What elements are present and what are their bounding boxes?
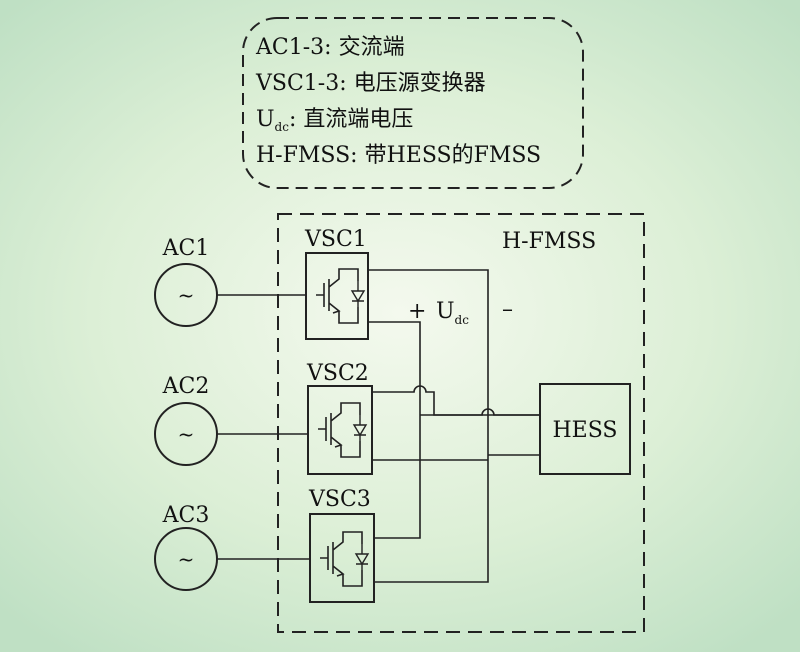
vsc3-igbt-icon — [320, 531, 370, 587]
ac3-label: AC3 — [162, 503, 210, 528]
legend-line-3: Udc: 直流端电压 — [256, 107, 413, 134]
ac1-symbol: ~ — [178, 283, 195, 307]
dc-minus-label: – — [502, 297, 513, 322]
udc-label: Udc — [436, 299, 469, 327]
vsc3-box — [309, 513, 375, 603]
h-fmss-region — [277, 213, 645, 633]
ac1-source: ~ AC1 — [154, 236, 218, 327]
hess-box — [539, 383, 631, 475]
ac2-label: AC2 — [162, 374, 210, 399]
vsc3-converter: VSC3 — [308, 487, 375, 603]
vsc1-igbt-icon — [316, 268, 366, 324]
legend-line-4: H-FMSS: 带HESS的FMSS — [256, 143, 541, 168]
vsc1-box — [305, 252, 369, 340]
vsc2-converter: VSC2 — [306, 361, 373, 475]
vsc1-converter: VSC1 — [304, 227, 369, 340]
dc-plus-label: + — [408, 299, 426, 324]
ac2-source: ~ AC2 — [154, 374, 218, 466]
vsc1-label: VSC1 — [304, 227, 367, 252]
hess-label: HESS — [552, 418, 617, 443]
ac3-source: ~ AC3 — [154, 503, 218, 591]
legend-line-1: AC1-3: 交流端 — [255, 35, 405, 60]
legend-line-2: VSC1-3: 电压源变换器 — [255, 71, 486, 96]
legend-box — [242, 17, 584, 189]
ac3-symbol: ~ — [178, 547, 195, 571]
vsc2-box — [307, 385, 373, 475]
ac1-label: AC1 — [162, 236, 210, 261]
vsc2-label: VSC2 — [306, 361, 369, 386]
ac2-symbol: ~ — [178, 422, 195, 446]
vsc2-igbt-icon — [318, 402, 368, 458]
dc-bus-wiring — [368, 269, 540, 583]
vsc3-label: VSC3 — [308, 487, 371, 512]
h-fmss-label: H-FMSS — [502, 229, 596, 254]
